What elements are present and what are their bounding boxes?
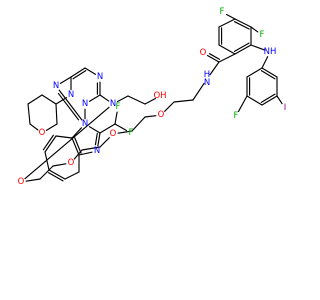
double-bond: [58, 89, 83, 121]
atom-label-i-iodo: I: [284, 103, 287, 113]
single-bond: [144, 115, 157, 118]
double-bond: [74, 137, 82, 154]
double-bond: [71, 137, 80, 156]
single-bond: [52, 163, 67, 167]
atom-label-f-aniline: F: [234, 111, 239, 121]
double-bond: [72, 70, 87, 80]
single-bond: [114, 123, 128, 132]
double-bond: [208, 53, 221, 60]
double-bond: [206, 54, 220, 63]
single-bond: [250, 44, 266, 51]
single-bond: [173, 99, 194, 103]
atom-label-o-chain1: O: [158, 110, 165, 120]
single-bond: [117, 130, 133, 134]
single-bond: [81, 146, 101, 151]
atom-label-o-chain2: O: [110, 129, 117, 139]
single-bond: [99, 94, 110, 102]
atom-label-o-chain3: O: [68, 158, 75, 168]
double-bond: [234, 18, 252, 28]
double-bond: [57, 92, 80, 121]
atom-label-nh-aniline: NH: [264, 47, 277, 57]
double-bond: [70, 67, 86, 78]
single-bond: [246, 67, 263, 78]
single-bond: [237, 95, 248, 113]
single-bond: [218, 44, 236, 55]
single-bond: [250, 26, 259, 33]
double-bond: [233, 42, 250, 52]
single-bond: [261, 56, 269, 69]
atom-label-n-amine: N: [110, 99, 116, 109]
single-bond: [209, 61, 220, 76]
single-bond: [131, 116, 146, 132]
atom-label-oh: OH: [153, 91, 166, 101]
double-bond: [48, 169, 66, 180]
atom-label-f-chf2b: F: [129, 128, 134, 138]
double-bond: [233, 21, 250, 30]
double-bond: [42, 134, 54, 151]
atom-label-n-tri-bottom: N: [82, 99, 88, 109]
single-bond: [45, 123, 58, 131]
double-bond: [261, 95, 278, 106]
single-bond: [29, 123, 39, 131]
single-bond: [127, 95, 146, 105]
single-bond: [44, 151, 50, 171]
single-bond: [41, 94, 57, 105]
single-bond: [99, 137, 110, 148]
single-bond: [192, 82, 205, 101]
atom-label-n-tri-left: N: [53, 81, 59, 91]
single-bond: [27, 94, 43, 105]
single-bond: [117, 95, 129, 103]
single-bond: [55, 97, 68, 105]
atom-label-n-bzim3: N: [94, 146, 100, 156]
single-bond: [276, 95, 283, 105]
single-bond: [59, 76, 72, 84]
single-bond: [39, 165, 54, 180]
single-bond: [88, 94, 101, 102]
single-bond: [27, 103, 31, 125]
single-bond: [226, 13, 236, 20]
atom-label-n-bzim1: N: [82, 119, 88, 129]
single-bond: [88, 126, 101, 134]
atom-label-o-morph: O: [39, 128, 46, 138]
double-bond: [97, 132, 101, 147]
single-bond: [144, 97, 156, 105]
single-bond: [64, 171, 80, 180]
single-bond: [164, 101, 175, 112]
single-bond: [71, 127, 83, 139]
single-bond: [25, 178, 41, 182]
single-bond: [114, 111, 118, 125]
double-bond: [47, 172, 64, 182]
atom-label-f-top: F: [220, 7, 225, 17]
double-bond: [94, 132, 98, 146]
single-bond: [55, 135, 73, 139]
atom-label-f-right: F: [260, 30, 265, 40]
atom-label-n-tri-top: N: [97, 72, 103, 82]
bond-layer: [24, 13, 283, 182]
double-bond: [260, 70, 276, 80]
atom-label-o-chain4: O: [18, 177, 25, 187]
atom-label-n-morph: N: [68, 90, 74, 100]
atom-label-o-carbonyl: O: [200, 48, 207, 58]
double-bond: [234, 44, 252, 55]
double-bond: [261, 67, 278, 78]
double-bond: [260, 93, 276, 103]
single-bond: [218, 53, 236, 63]
single-bond: [84, 67, 97, 75]
single-bond: [78, 151, 93, 156]
single-bond: [55, 103, 58, 125]
single-bond: [24, 106, 110, 180]
single-bond: [218, 18, 236, 28]
double-bond: [44, 135, 57, 153]
single-bond: [99, 123, 116, 134]
atom-label-f-chf2a: F: [116, 102, 121, 112]
single-bond: [246, 95, 263, 106]
